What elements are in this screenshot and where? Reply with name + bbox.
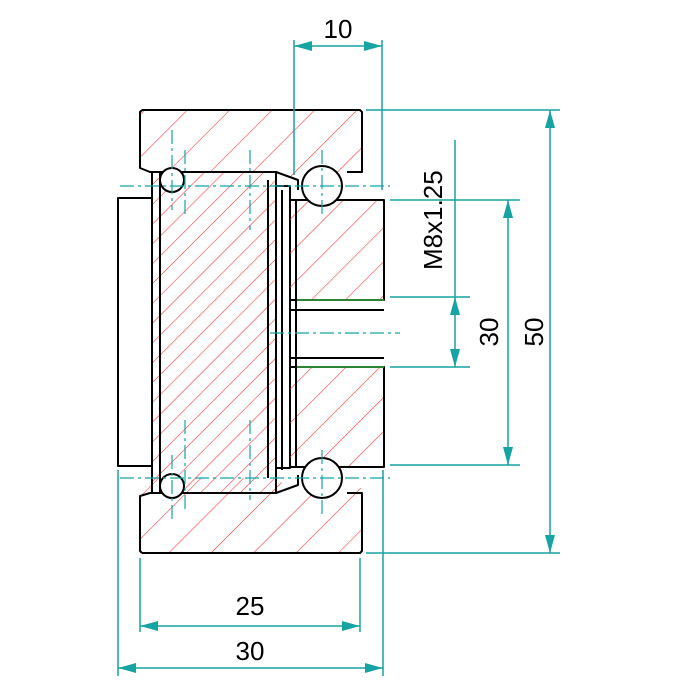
thread-label: M8x1.25 <box>418 170 448 270</box>
dimension-inner-width: 25 <box>139 558 361 632</box>
dimension-top-label: 10 <box>324 14 353 44</box>
inner-width-label: 25 <box>236 591 265 621</box>
dimension-outer-height: 50 <box>366 109 560 554</box>
dimension-outer-width: 30 <box>117 470 384 676</box>
outer-height-label: 50 <box>519 318 549 347</box>
outer-width-label: 30 <box>236 636 265 666</box>
shaft-body <box>151 171 277 494</box>
nut-block <box>290 199 385 468</box>
dimension-thread: M8x1.25 30 <box>390 140 504 368</box>
center-lines <box>120 130 400 520</box>
left-backing-plate <box>117 197 152 467</box>
dimension-inner-height <box>390 199 520 466</box>
inner-height-label: 30 <box>474 318 504 347</box>
dimension-top: 10 <box>293 14 383 190</box>
